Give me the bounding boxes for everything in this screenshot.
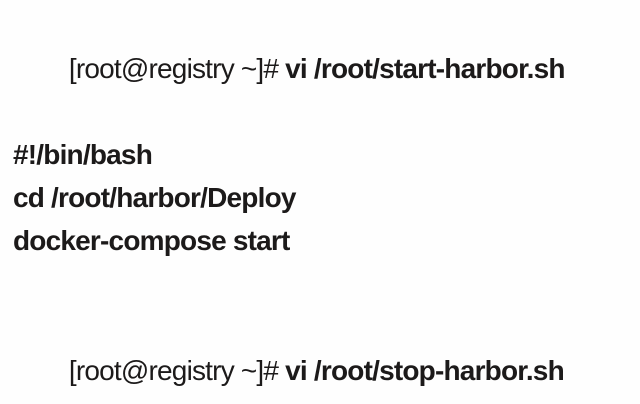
shell-prompt-line: [root@registry ~]# vi /root/stop-harbor.… xyxy=(13,306,640,404)
script-line-shebang: #!/bin/bash xyxy=(13,139,153,170)
command-block-start-harbor: [root@registry ~]# vi /root/start-harbor… xyxy=(13,4,640,262)
script-line-docker-compose-start: docker-compose start xyxy=(13,225,290,256)
script-line-cd-deploy: cd /root/harbor/Deploy xyxy=(13,182,296,213)
command-block-stop-harbor: [root@registry ~]# vi /root/stop-harbor.… xyxy=(13,306,640,404)
shell-command-vi-start-harbor: vi /root/start-harbor.sh xyxy=(285,53,565,84)
blank-line-spacer xyxy=(13,262,640,306)
shell-prompt: [root@registry ~]# xyxy=(68,53,286,84)
shell-prompt-line: [root@registry ~]# vi /root/start-harbor… xyxy=(13,4,640,133)
shell-command-vi-stop-harbor: vi /root/stop-harbor.sh xyxy=(285,355,565,386)
shell-prompt: [root@registry ~]# xyxy=(68,355,286,386)
